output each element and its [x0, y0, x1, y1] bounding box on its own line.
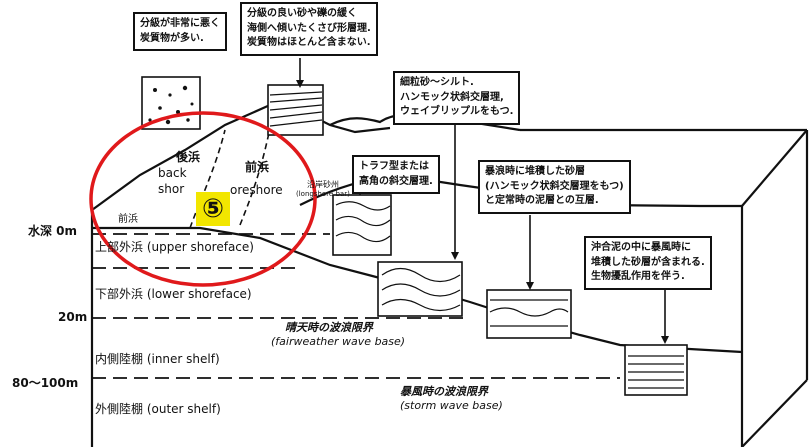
foreshore-en-label: oreshore — [230, 183, 283, 197]
depth-80-100-label: 80～100m — [12, 376, 79, 390]
shelf-core — [624, 344, 688, 396]
block-bottom-right-edge — [741, 379, 808, 447]
marker-badge: ⑤ — [196, 192, 230, 226]
backshore-jp-label: 後浜 — [176, 150, 201, 164]
lower-shoreface-label: 下部外浜 (lower shoreface) — [95, 287, 252, 301]
hummocky-core — [377, 261, 463, 317]
callout-backshore: 分級が非常に悪く炭質物が多い. — [133, 12, 227, 51]
backshore-core — [141, 76, 201, 130]
fairweather-jp-label: 晴天時の波浪限界 — [285, 321, 373, 334]
foreshore-jp-label: 前浜 — [245, 160, 270, 174]
backshore-en-label: back — [158, 166, 187, 180]
callout-upper-shoreface: 細粒砂～シルト.ハンモック状斜交層理,ウェイブリップルをもつ. — [393, 71, 521, 125]
depth-20-label: 20m — [58, 310, 88, 324]
block-top-right-edge — [741, 129, 808, 207]
depth-0-label: 水深 0m — [28, 224, 78, 238]
callout-foreshore: 分級の良い砂や礫の緩く海側へ傾いたくさび形層理.炭質物はほとんど含まない. — [240, 2, 378, 56]
foreshore-core — [267, 84, 324, 136]
storm-en-label: (storm wave base) — [400, 399, 503, 412]
longshore-bar-en-label: (longshore bar) — [296, 190, 350, 198]
longshore-bar-jp-label: 沿岸砂州 — [307, 180, 339, 189]
backshore-boundary — [189, 129, 226, 229]
storm-jp-label: 暴風時の波浪限界 — [400, 385, 488, 398]
callout-storm-beds: 暴浪時に堆積した砂層(ハンモック状斜交層理をもつ)と定常時の泥層との互層. — [478, 160, 631, 214]
foreshore-small-label: 前浜 — [118, 214, 138, 225]
callout-trough: トラフ型または高角の斜交層理. — [352, 155, 440, 194]
upper-shoreface-label: 上部外浜 (upper shoreface) — [95, 240, 254, 254]
storm-core — [486, 289, 572, 339]
inner-shelf-label: 内側陸棚 (inner shelf) — [95, 352, 220, 366]
fairweather-en-label: (fairweather wave base) — [271, 335, 406, 348]
shore-en-label: shor — [158, 182, 185, 196]
outer-shelf-label: 外側陸棚 (outer shelf) — [95, 402, 221, 416]
highlight-circle — [89, 111, 317, 287]
callout-offshore-mud: 沖合泥の中に暴風時に堆積した砂層が含まれる.生物擾乱作用を伴う. — [584, 236, 712, 290]
